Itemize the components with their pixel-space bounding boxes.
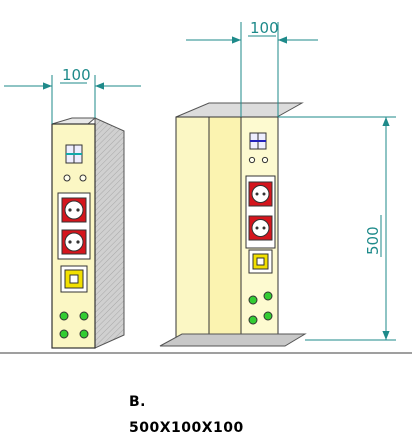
power-socket-icon xyxy=(61,229,87,255)
right-column-front-right xyxy=(208,116,242,339)
window-icon xyxy=(65,144,83,164)
power-socket-icon xyxy=(61,197,87,223)
left-width-label: 100 xyxy=(62,66,91,84)
green-indicator xyxy=(79,329,89,339)
right-column-top xyxy=(175,102,304,118)
indicator-led xyxy=(79,174,87,182)
right-height-label: 500 xyxy=(364,226,382,255)
data-connector-icon xyxy=(248,249,273,274)
left-column-side xyxy=(94,117,125,349)
green-indicator xyxy=(79,311,89,321)
left-column-top xyxy=(51,117,97,125)
caption-dimensions: 500X100X100 xyxy=(129,420,244,436)
indicator-led xyxy=(63,174,71,182)
right-height-dimension: 500 xyxy=(278,116,396,341)
power-socket-icon xyxy=(248,181,273,207)
green-indicator xyxy=(263,311,273,321)
right-width-label: 100 xyxy=(250,19,279,37)
right-column-front-left xyxy=(175,116,210,341)
left-width-dimension: 100 xyxy=(4,66,141,124)
indicator-led xyxy=(261,156,269,164)
power-socket-icon xyxy=(248,215,273,241)
data-connector-icon xyxy=(60,265,88,293)
indicator-led xyxy=(248,156,256,164)
right-column xyxy=(159,102,307,347)
green-indicator xyxy=(248,295,258,305)
window-icon xyxy=(249,132,267,150)
green-indicator xyxy=(248,315,258,325)
left-column xyxy=(51,117,125,349)
green-indicator xyxy=(263,291,273,301)
right-column-base xyxy=(159,333,307,347)
right-width-dimension: 100 xyxy=(186,19,318,117)
green-indicator xyxy=(59,329,69,339)
caption-label: B. xyxy=(129,394,146,410)
green-indicator xyxy=(59,311,69,321)
